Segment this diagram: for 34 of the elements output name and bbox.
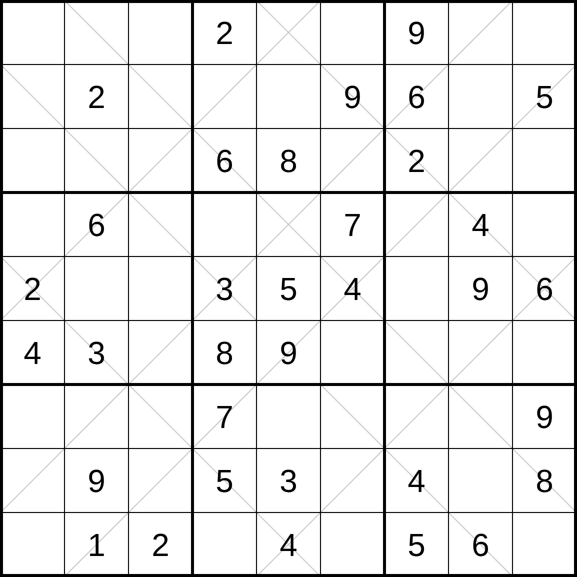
given-digit: 1 xyxy=(88,528,106,560)
given-digit: 2 xyxy=(152,528,170,560)
given-digit: 3 xyxy=(216,272,234,304)
given-digit: 4 xyxy=(344,272,362,304)
given-digit: 6 xyxy=(88,208,106,240)
given-digit: 8 xyxy=(280,144,298,176)
given-digit: 3 xyxy=(88,336,106,368)
given-digit: 6 xyxy=(472,528,490,560)
given-digit: 5 xyxy=(280,272,298,304)
given-digit: 6 xyxy=(216,144,234,176)
given-digit: 4 xyxy=(472,208,490,240)
given-digit: 5 xyxy=(216,464,234,496)
given-digit: 6 xyxy=(408,80,426,112)
given-digit: 5 xyxy=(408,528,426,560)
given-digit: 9 xyxy=(472,272,490,304)
given-digit: 9 xyxy=(408,16,426,48)
given-digit: 7 xyxy=(344,208,362,240)
given-digit: 5 xyxy=(536,80,554,112)
given-digit: 2 xyxy=(408,144,426,176)
given-digit: 8 xyxy=(216,336,234,368)
given-digit: 9 xyxy=(280,336,298,368)
given-digit: 9 xyxy=(344,80,362,112)
given-digit: 2 xyxy=(216,16,234,48)
given-digit: 6 xyxy=(536,272,554,304)
given-digit: 9 xyxy=(88,464,106,496)
given-digit: 2 xyxy=(88,80,106,112)
given-digit: 4 xyxy=(280,528,298,560)
given-digit: 8 xyxy=(536,464,554,496)
given-digit: 7 xyxy=(216,400,234,432)
given-digit: 2 xyxy=(24,272,42,304)
given-digit: 4 xyxy=(24,336,42,368)
given-digit: 3 xyxy=(280,464,298,496)
given-digit: 9 xyxy=(536,400,554,432)
given-digit: 4 xyxy=(408,464,426,496)
